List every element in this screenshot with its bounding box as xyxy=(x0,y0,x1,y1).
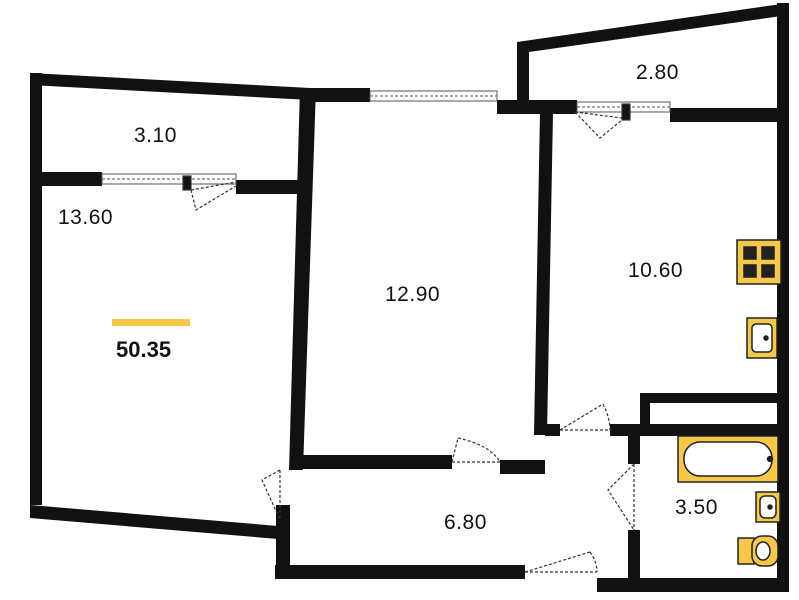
outer-wall-bottom-left xyxy=(30,505,290,540)
kitchen-partition-top xyxy=(640,393,780,403)
door-swing-balcony-left xyxy=(190,181,237,211)
outer-wall-left xyxy=(30,73,42,505)
bathroom-left-wall-lower xyxy=(628,530,640,590)
kitchen-partition-side xyxy=(640,393,650,424)
living-kitchen-wall xyxy=(534,112,553,435)
total-area: 50.35 xyxy=(116,337,172,362)
door-balcony-left xyxy=(182,175,192,191)
area-living-room: 12.90 xyxy=(385,283,441,306)
outer-wall-right xyxy=(777,108,789,592)
toilet-icon xyxy=(737,535,779,567)
area-bedroom: 13.60 xyxy=(58,206,114,229)
windows xyxy=(101,90,671,185)
outer-wall-bottom-right xyxy=(597,578,787,592)
walls xyxy=(30,3,789,592)
door-balcony-right xyxy=(621,103,631,121)
living-bottom-wall-b xyxy=(500,460,545,474)
living-top-wall-b xyxy=(497,100,577,114)
total-area-accent-bar xyxy=(112,319,190,326)
washbasin-icon xyxy=(755,491,781,523)
bedroom-top-wall-b xyxy=(236,180,306,194)
stove-icon xyxy=(736,239,782,285)
area-loggia-left: 3.10 xyxy=(134,124,177,147)
area-hallway: 6.80 xyxy=(444,511,487,534)
bathtub-icon xyxy=(677,435,779,483)
area-kitchen: 10.60 xyxy=(628,259,684,282)
outer-wall-right-top xyxy=(777,3,789,113)
doors xyxy=(182,103,635,573)
loggia-right-wall-left xyxy=(517,42,529,102)
living-top-wall-a xyxy=(300,88,370,102)
fixtures xyxy=(677,239,782,567)
area-loggia-right: 2.80 xyxy=(636,61,679,84)
door-swing-living xyxy=(451,437,501,463)
door-swing-balcony-right xyxy=(574,111,623,139)
living-bottom-wall-a xyxy=(292,455,452,469)
kitchen-bottom-wall xyxy=(610,424,788,436)
area-bathroom: 3.50 xyxy=(675,496,718,519)
kitchen-top-wall xyxy=(670,108,788,122)
door-swing-entrance xyxy=(524,551,598,573)
bedroom-living-wall xyxy=(289,88,316,470)
outer-wall-bottom xyxy=(275,565,525,579)
hall-kitchen-wall xyxy=(545,424,560,436)
door-swing-kitchen xyxy=(559,403,611,431)
bedroom-top-wall-a xyxy=(30,172,102,186)
outer-wall-top-left xyxy=(30,73,310,100)
kitchen-sink-icon xyxy=(746,317,778,359)
door-swing-bathroom xyxy=(607,463,635,531)
bathroom-left-wall xyxy=(628,424,640,464)
bedroom-hall-wall xyxy=(276,505,290,579)
door-swing-bedroom xyxy=(261,469,281,521)
loggia-right-wall-top xyxy=(517,3,788,52)
